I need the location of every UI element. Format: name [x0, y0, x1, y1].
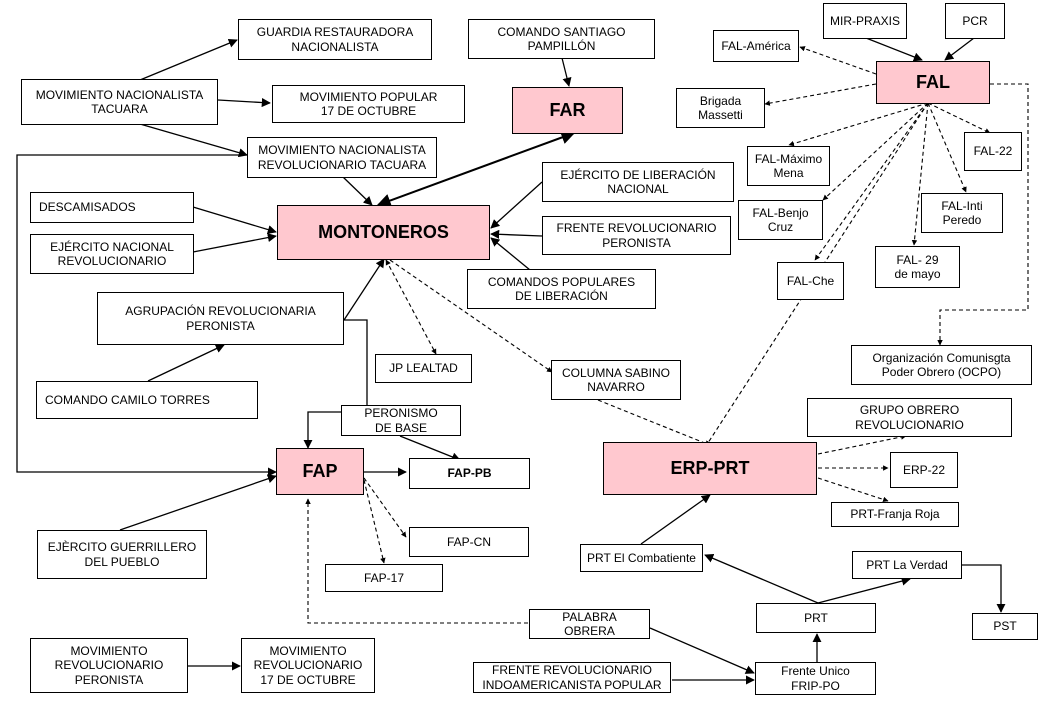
edge-tacuara-guardia — [139, 38, 238, 81]
node-fal-22: FAL-22 — [964, 132, 1022, 171]
edge-fal-benjo — [822, 102, 929, 201]
edge-comandos-montoneros — [490, 237, 531, 271]
edge-ejlib-montoneros — [490, 181, 543, 229]
edge-agrupacion-montoneros — [343, 258, 385, 321]
node-comando-santiago: COMANDO SANTIAGO PAMPILLÓN — [468, 19, 655, 59]
node-peronismo-base: PERONISMO DE BASE — [341, 405, 461, 436]
edge-fal-fal22 — [927, 102, 991, 134]
node-erp-22: ERP-22 — [890, 452, 958, 488]
node-prt: PRT — [756, 603, 876, 633]
edge-tacuara-movpopular — [217, 97, 271, 108]
edge-fal-che — [814, 102, 929, 261]
edge-erp-franja — [817, 477, 889, 503]
edge-fal-maximo — [788, 102, 929, 147]
node-fal-maximo: FAL-Máximo Mena — [747, 146, 830, 186]
edge-ejnac-montoneros — [192, 233, 277, 253]
edge-fap-fapcn — [363, 477, 407, 538]
node-montoneros: MONTONEROS — [277, 205, 490, 260]
node-far: FAR — [512, 87, 623, 134]
edge-mnrt-fap — [16, 154, 277, 477]
node-mov-nac-tacuara: MOVIMIENTO NACIONALISTA TACUARA — [21, 79, 218, 125]
node-fap-pb: FAP-PB — [409, 458, 530, 489]
node-ocpo: Organización Comunisgta Poder Obrero (OC… — [851, 345, 1032, 385]
edge-columna-erp — [597, 399, 713, 447]
edge-fal-inti — [927, 102, 967, 193]
node-mir-praxis: MIR-PRAXIS — [823, 3, 907, 39]
edge-camilo-agrupacion — [147, 344, 225, 382]
edge-pcr-fal — [944, 37, 975, 61]
edge-santiago-far — [561, 57, 572, 87]
edge-fal-falamerica — [799, 46, 877, 75]
node-prt-la-verdad: PRT La Verdad — [852, 551, 962, 579]
node-mnrt: MOVIMIENTO NACIONALISTA REVOLUCIONARIO T… — [247, 137, 437, 178]
edge-mnrt-montoneros — [342, 176, 373, 206]
edge-montoneros-columna — [389, 259, 553, 373]
node-fal: FAL — [876, 61, 990, 104]
edge-descamisados-montoneros — [192, 206, 277, 234]
edge-fal-brigada — [764, 83, 877, 106]
edge-verdad-pst — [962, 564, 1006, 613]
node-frente-indoamericanista: FRENTE REVOLUCIONARIO INDOAMERICANISTA P… — [473, 662, 671, 693]
node-mov-rev-peronista: MOVIMIENTO REVOLUCIONARIO PERONISTA — [30, 638, 188, 693]
node-ejercito-nacional: EJÉRCITO NACIONAL REVOLUCIONARIO — [30, 234, 194, 274]
edge-mirpraxis-fal — [865, 37, 923, 62]
node-grupo-obrero: GRUPO OBRERO REVOLUCIONARIO — [807, 398, 1012, 437]
node-descamisados: DESCAMISADOS — [30, 192, 194, 223]
node-brigada-massetti: Brigada Massetti — [676, 88, 765, 128]
node-comandos-populares: COMANDOS POPULARES DE LIBERACIÓN — [467, 269, 656, 309]
edge-prt-combatiente — [704, 554, 819, 604]
edge-palabra-fap — [305, 498, 528, 624]
node-fal-29: FAL- 29 de mayo — [875, 246, 960, 288]
node-comando-camilo: COMANDO CAMILO TORRES — [36, 381, 258, 419]
node-pst: PST — [972, 613, 1038, 640]
edge-ejguerr-fap — [119, 474, 277, 531]
edge-montoneros-jp — [385, 259, 437, 355]
node-mov-rev-17-octubre: MOVIMIENTO REVOLUCIONARIO 17 DE OCTUBRE — [241, 638, 375, 693]
node-frente-revolucionario: FRENTE REVOLUCIONARIO PERONISTA — [542, 216, 731, 255]
node-fap: FAP — [276, 448, 364, 495]
node-fap-cn: FAP-CN — [409, 527, 529, 557]
edge-tacuara-mnrt — [139, 123, 248, 158]
node-palabra-obrera: PALABRA OBRERA — [529, 609, 650, 639]
edge-palabra-frenteunico — [649, 627, 755, 674]
node-ejercito-liberacion: EJÉRCITO DE LIBERACIÓN NACIONAL — [542, 162, 734, 202]
edge-erp-grupo — [817, 434, 907, 455]
node-fal-america: FAL-América — [713, 30, 799, 62]
edge-far-montoneros — [376, 130, 576, 208]
edge-frente-montoneros — [490, 229, 543, 239]
node-fal-inti: FAL-Inti Peredo — [921, 193, 1003, 233]
edge-fal-fal29 — [911, 102, 929, 246]
node-columna-sabino: COLUMNA SABINO NAVARRO — [551, 360, 681, 400]
node-erp-prt: ERP-PRT — [603, 442, 817, 495]
node-fal-che: FAL-Che — [777, 262, 844, 300]
edge-fap-fap17 — [363, 479, 386, 564]
edge-prt-verdad — [817, 576, 911, 604]
node-pcr: PCR — [945, 3, 1005, 39]
node-mov-popular: MOVIMIENTO POPULAR 17 DE OCTUBRE — [272, 85, 465, 123]
node-ejercito-guerrillero: EJÈRCITO GUERRILLERO DEL PUEBLO — [37, 530, 207, 579]
node-agrupacion-revolucionaria: AGRUPACIÓN REVOLUCIONARIA PERONISTA — [97, 292, 344, 345]
node-fal-benjo: FAL-Benjo Cruz — [738, 200, 823, 240]
node-fap-17: FAP-17 — [325, 564, 443, 592]
node-prt-franja-roja: PRT-Franja Roja — [831, 502, 959, 527]
node-prt-el-combatiente: PRT El Combatiente — [580, 544, 703, 572]
edge-combatiente-erp — [640, 494, 711, 545]
edge-peronismo-fappb — [399, 435, 461, 462]
node-frente-unico: Frente Unico FRIP-PO — [755, 662, 876, 695]
node-jp-lealtad: JP LEALTAD — [375, 354, 472, 383]
node-guardia-restauradora: GUARDIA RESTAURADORA NACIONALISTA — [238, 19, 432, 60]
